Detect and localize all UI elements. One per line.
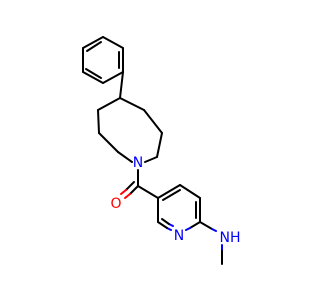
bond [102,71,124,84]
molecule-diagram: N O N NH [82,36,241,265]
bond [119,71,124,99]
bond [143,109,163,134]
bond [129,185,139,195]
bond [82,71,104,84]
bond [179,184,201,199]
bond [102,36,124,49]
bond [157,184,181,199]
bond [211,228,217,232]
bond [97,97,121,111]
bond [189,221,201,229]
bond [199,221,213,230]
bond [125,181,135,191]
bond [144,156,158,163]
bond [82,36,104,49]
bond [137,185,159,199]
bond [86,41,102,52]
bond [124,193,131,199]
carbonyl-oxygen-label: O [110,196,121,212]
bond [117,151,133,163]
structure-canvas: N O N NH [82,36,241,265]
bond [185,227,191,231]
azepane-nitrogen-label: N [133,155,143,171]
bond [156,132,163,158]
amine-nh-label: NH [220,230,241,246]
bond [157,221,168,229]
azepane-ring [97,97,163,163]
phenyl-ring [82,36,124,84]
bond [98,132,119,153]
pyridine-ring [157,184,201,231]
bond [120,189,127,195]
bond [162,189,181,201]
bond [161,218,170,225]
bond [97,109,100,134]
pyridine-nitrogen-label: N [174,228,184,244]
bond [85,68,102,79]
bond [119,97,145,111]
